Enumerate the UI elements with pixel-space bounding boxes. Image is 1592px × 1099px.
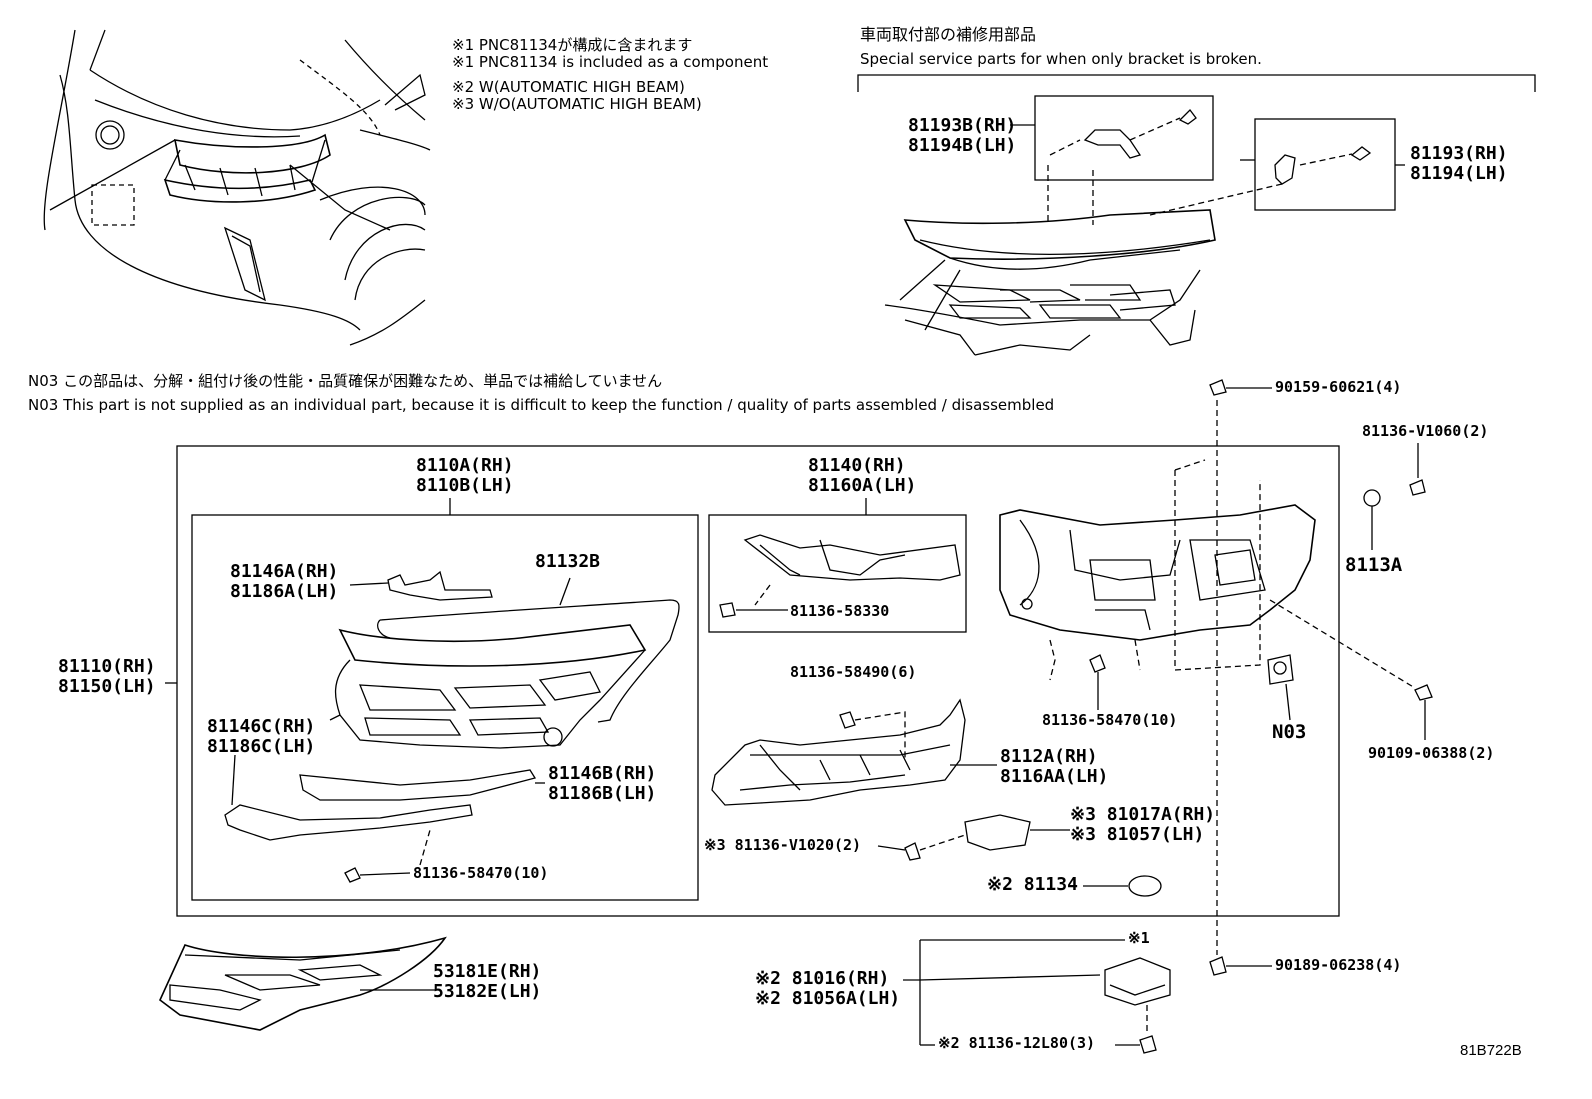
part-81193B[interactable]: 81193B(RH)	[908, 115, 1017, 136]
callout-8110A[interactable]: 8110A(RH) 8110B(LH)	[416, 457, 514, 495]
part-90109[interactable]: 90109-06388(2)	[1368, 744, 1495, 762]
part-81146C[interactable]: 81146C(RH)	[207, 716, 316, 737]
callout-81110[interactable]: 81110(RH) 81150(LH)	[58, 658, 156, 696]
lens-housing-subframe	[191, 514, 699, 901]
footnote-2: ※2 W(AUTOMATIC HIGH BEAM)	[452, 78, 685, 96]
special-parts-title-en: Special service parts for when only brac…	[860, 50, 1262, 68]
part-81136-58470-housing[interactable]: 81136-58470(10)	[1042, 711, 1178, 729]
part-90189[interactable]: 90189-06238(4)	[1275, 956, 1402, 974]
part-81146B[interactable]: 81146B(RH)	[548, 763, 657, 784]
part-81160A[interactable]: 81160A(LH)	[808, 475, 917, 496]
part-8116AA[interactable]: 8116AA(LH)	[1000, 766, 1109, 787]
footnote-1-jp: ※1 PNC81134が構成に含まれます	[452, 36, 693, 54]
part-81194B[interactable]: 81194B(LH)	[908, 135, 1017, 156]
component-mark-1: ※1	[1128, 929, 1150, 947]
part-53182E[interactable]: 53182E(LH)	[433, 981, 542, 1002]
part-53181E[interactable]: 53181E(RH)	[433, 961, 542, 982]
part-8110A[interactable]: 8110A(RH)	[416, 455, 514, 476]
part-81186B[interactable]: 81186B(LH)	[548, 783, 657, 804]
part-81134[interactable]: ※2 81134	[987, 874, 1078, 895]
callout-8112A[interactable]: 8112A(RH) 8116AA(LH)	[1000, 748, 1108, 786]
part-81136-58470-lens[interactable]: 81136-58470(10)	[413, 864, 549, 882]
part-8113A[interactable]: 8113A	[1345, 554, 1403, 576]
callout-81146C[interactable]: 81146C(RH) 81186C(LH)	[207, 718, 315, 756]
part-81056A[interactable]: ※2 81056A(LH)	[755, 988, 901, 1009]
part-90159[interactable]: 90159-60621(4)	[1275, 378, 1402, 396]
part-81136-12L80[interactable]: ※2 81136-12L80(3)	[938, 1034, 1096, 1052]
part-81146A[interactable]: 81146A(RH)	[230, 561, 339, 582]
footnote-block: ※1 PNC81134が構成に含まれます ※1 PNC81134 is incl…	[452, 38, 768, 112]
callout-81146A[interactable]: 81146A(RH) 81186A(LH)	[230, 563, 338, 601]
part-81136-58330[interactable]: 81136-58330	[790, 602, 890, 620]
assembly-frame	[176, 445, 1340, 917]
callout-81140[interactable]: 81140(RH) 81160A(LH)	[808, 457, 916, 495]
callout-81017A[interactable]: ※3 81017A(RH) ※3 81057(LH)	[1070, 806, 1215, 844]
callout-53181E[interactable]: 53181E(RH) 53182E(LH)	[433, 963, 541, 1001]
part-81057[interactable]: ※3 81057(LH)	[1070, 824, 1205, 845]
part-81132B[interactable]: 81132B	[535, 551, 601, 572]
part-81017A[interactable]: ※3 81017A(RH)	[1070, 804, 1216, 825]
part-81194[interactable]: 81194(LH)	[1410, 163, 1508, 184]
bracket-subframe	[708, 514, 967, 633]
footnote-1-en: ※1 PNC81134 is included as a component	[452, 53, 769, 71]
callout-81016[interactable]: ※2 81016(RH) ※2 81056A(LH)	[755, 970, 900, 1008]
diagram-code: 81B722B	[1460, 1042, 1522, 1059]
special-service-bracket-area	[857, 74, 1536, 356]
part-81136-58490[interactable]: 81136-58490(6)	[790, 663, 917, 681]
part-8112A[interactable]: 8112A(RH)	[1000, 746, 1098, 767]
n03-note-jp: N03 この部品は、分解・組付け後の性能・品質確保が困難なため、単品では補給して…	[28, 372, 663, 390]
part-81150[interactable]: 81150(LH)	[58, 676, 156, 697]
n03-note-en: N03 This part is not supplied as an indi…	[28, 396, 1055, 414]
part-81136-V1060[interactable]: 81136-V1060(2)	[1362, 422, 1489, 440]
special-parts-title-jp: 車両取付部の補修用部品	[860, 25, 1037, 44]
part-81136-V1020[interactable]: ※3 81136-V1020(2)	[704, 836, 862, 854]
callout-81193[interactable]: 81193(RH) 81194(LH)	[1410, 145, 1508, 183]
part-81110[interactable]: 81110(RH)	[58, 656, 156, 677]
footnote-3: ※3 W/O(AUTOMATIC HIGH BEAM)	[452, 95, 702, 113]
part-N03[interactable]: N03	[1272, 721, 1307, 743]
part-81016[interactable]: ※2 81016(RH)	[755, 968, 890, 989]
part-81186C[interactable]: 81186C(LH)	[207, 736, 316, 757]
part-81193[interactable]: 81193(RH)	[1410, 143, 1508, 164]
part-8110B[interactable]: 8110B(LH)	[416, 475, 514, 496]
vehicle-front-illustration	[43, 29, 431, 346]
part-81140[interactable]: 81140(RH)	[808, 455, 906, 476]
part-81186A[interactable]: 81186A(LH)	[230, 581, 339, 602]
callout-81193B[interactable]: 81193B(RH) 81194B(LH)	[908, 117, 1016, 155]
callout-81146B[interactable]: 81146B(RH) 81186B(LH)	[548, 765, 656, 803]
